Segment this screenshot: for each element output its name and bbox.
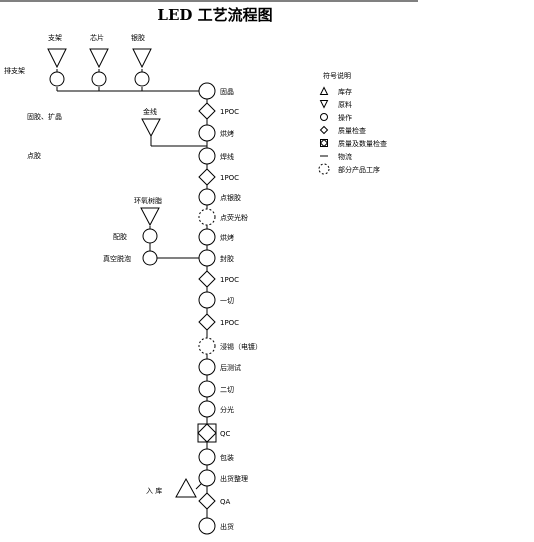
mix-label: 配胶 [113, 232, 127, 241]
legend-item-label: 库存 [338, 87, 352, 96]
legend-item: 部分产品工序 [318, 163, 380, 175]
process-step-label: 焊线 [220, 152, 234, 161]
process-step: QC [197, 423, 231, 443]
process-step-label: 1POC [220, 174, 239, 182]
process-step: 点荧光粉 [198, 208, 248, 226]
process-step-label: 包装 [220, 453, 234, 462]
process-step-label: 二切 [220, 386, 234, 394]
material-label: 支架 [48, 33, 62, 42]
process-step: 出货 [198, 517, 234, 535]
process-step: 封胶 [198, 249, 234, 267]
process-step-label: 出货 [220, 522, 234, 531]
dispense-label: 点胶 [27, 151, 41, 160]
process-step: 一切 [198, 291, 234, 309]
process-step-label: QA [220, 498, 231, 506]
process-step: 固晶 [198, 82, 234, 100]
process-step: 出货整理 [198, 469, 248, 487]
expand-label: 固胶、扩晶 [27, 112, 62, 121]
process-step-label: 1POC [220, 319, 239, 327]
process-step-label: 烘烤 [220, 233, 234, 242]
material-label: 芯片 [90, 33, 104, 42]
process-step: 二切 [198, 380, 234, 398]
stock-in-inventory: 入 库 [146, 477, 197, 498]
raw-material-silver-glue: 银胶 [131, 33, 152, 87]
process-step: 浸锡（电镀） [198, 337, 262, 355]
vacuum-label: 真空脱泡 [103, 254, 131, 263]
page-title: LED 工艺流程图 [157, 6, 272, 24]
legend-item-label: 质量及数量检查 [338, 139, 387, 148]
process-step-label: 封胶 [220, 254, 234, 263]
bracket-prep-label: 排支架 [4, 66, 25, 75]
legend-item-label: 部分产品工序 [338, 165, 380, 174]
process-step-label: 1POC [220, 108, 239, 116]
raw-material-bracket: 支架 [47, 33, 67, 87]
process-step-label: 后测试 [220, 363, 241, 372]
legend-item: 原料 [319, 100, 352, 109]
legend-item-label: 操作 [338, 113, 352, 122]
process-step: 焊线 [198, 147, 234, 165]
process-step: QA [198, 492, 231, 510]
connector-lines [56, 69, 208, 526]
process-step: 1POC [198, 313, 239, 331]
process-step: 包装 [198, 448, 234, 466]
process-step: 1POC [198, 168, 239, 186]
process-step-label: 一切 [220, 297, 234, 305]
process-step: 1POC [198, 270, 239, 288]
process-step-label: 点荧光粉 [220, 213, 248, 222]
process-step-label: 烘烤 [220, 129, 234, 138]
legend-item: 库存 [319, 86, 352, 96]
process-step-label: 浸锡（电镀） [220, 342, 262, 351]
process-step-label: 固晶 [220, 88, 234, 96]
legend-title: 符号说明 [323, 71, 351, 80]
material-label: 银胶 [131, 33, 145, 42]
epoxy-label: 环氧树脂 [134, 196, 162, 205]
legend-item: 操作 [320, 113, 352, 122]
legend-item-label: 原料 [338, 100, 352, 109]
raw-material-chip: 芯片 [89, 33, 109, 87]
legend-item: 质量及数量检查 [319, 138, 387, 148]
process-step-label: 1POC [220, 276, 239, 284]
process-step: 1POC [198, 102, 239, 120]
raw-material-inputs: 支架 芯片 银胶 金线 环氧树脂 入 库 [47, 33, 197, 498]
process-step: 烘烤 [198, 228, 234, 246]
process-step: 烘烤 [198, 124, 234, 142]
process-step: 后测试 [198, 358, 241, 376]
side-labels: 排支架 固胶、扩晶 点胶 配胶 真空脱泡 [4, 66, 131, 263]
legend-item: 物流 [320, 152, 352, 161]
gold-wire-input: 金线 [141, 107, 161, 138]
epoxy-input: 环氧树脂 [134, 196, 162, 266]
legend-item-label: 质量检查 [338, 126, 366, 135]
process-step: 分光 [198, 400, 234, 418]
process-step-label: 出货整理 [220, 474, 248, 483]
gold-wire-label: 金线 [143, 107, 157, 116]
legend-item: 质量检查 [319, 125, 366, 135]
process-step-label: 点银胶 [220, 193, 241, 202]
process-step-label: 分光 [220, 405, 234, 414]
process-steps: 固晶1POC烘烤焊线1POC点银胶点荧光粉烘烤封胶1POC一切1POC浸锡（电镀… [197, 82, 262, 535]
legend-item-label: 物流 [338, 152, 352, 161]
process-step: 点银胶 [198, 188, 241, 206]
stock-in-label: 入 库 [146, 486, 162, 495]
process-step-label: QC [220, 430, 231, 438]
